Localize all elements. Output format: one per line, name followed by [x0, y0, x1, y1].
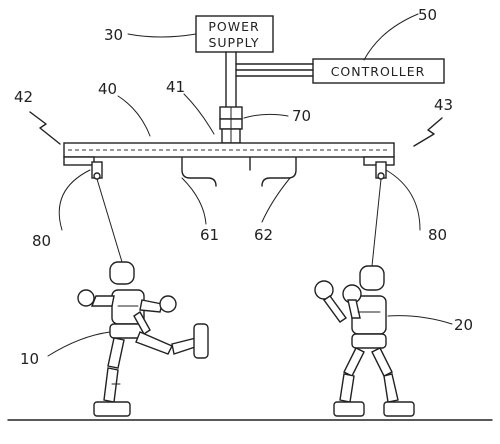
- ref-rail-left: 61: [200, 226, 219, 244]
- left-end-break-mark: [29, 111, 61, 145]
- left-suspension-wire: [96, 178, 123, 263]
- ref-robot-left: 10: [20, 350, 39, 368]
- right-pulley: [375, 161, 387, 180]
- controller-label: CONTROLLER: [331, 64, 426, 79]
- power-supply-label-line2: SUPPLY: [208, 35, 259, 50]
- right-suspension-wire: [371, 178, 382, 267]
- ref-beam-joint: 41: [166, 78, 185, 96]
- robot-left: [77, 261, 209, 417]
- ref-power-supply: 30: [104, 26, 123, 44]
- ref-right-pulley: 80: [428, 226, 447, 244]
- ref-coupler: 70: [292, 107, 311, 125]
- right-end-break-mark: [413, 117, 443, 147]
- ref-left-pulley: 80: [32, 232, 51, 250]
- leader-lines: [47, 13, 453, 357]
- coupler-unit: [219, 106, 243, 144]
- overhead-beam: [63, 142, 395, 166]
- controller-cable: [235, 63, 314, 77]
- robot-right: [314, 265, 415, 417]
- ref-rail-right: 62: [254, 226, 273, 244]
- ref-beam: 40: [98, 80, 117, 98]
- power-supply-box: POWER SUPPLY: [195, 15, 274, 53]
- ref-robot-right: 20: [454, 316, 473, 334]
- ref-controller: 50: [418, 6, 437, 24]
- left-pulley: [91, 161, 103, 180]
- power-feed-line: [225, 51, 237, 109]
- ref-right-end: 43: [434, 96, 453, 114]
- rail-brackets: [181, 157, 297, 187]
- controller-box: CONTROLLER: [312, 58, 445, 84]
- power-supply-label-line1: POWER: [208, 19, 259, 34]
- ref-left-end: 42: [14, 88, 33, 106]
